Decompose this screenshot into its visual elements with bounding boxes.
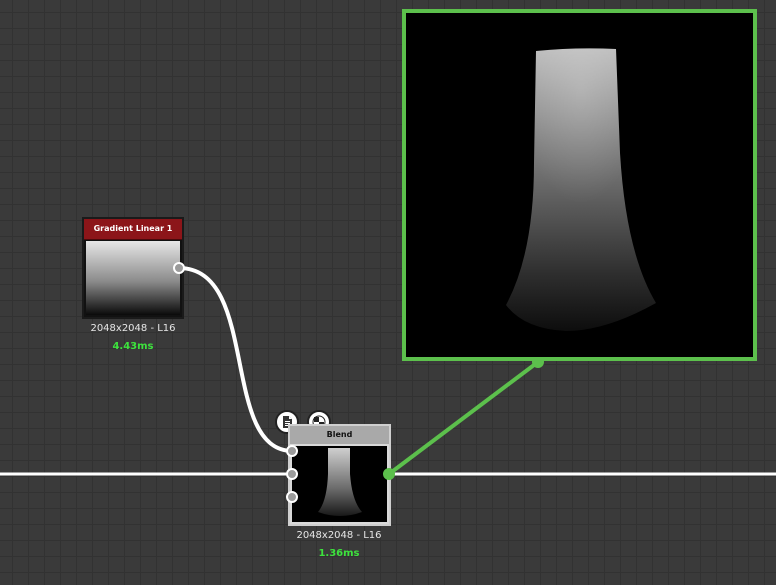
node-blend-thumbnail (292, 446, 387, 522)
wire-gradient-to-blend (178, 266, 293, 453)
preview-image (506, 48, 656, 331)
node-blend-title: Blend (290, 426, 389, 444)
blend-resolution: 2048x2048 - L16 (296, 530, 382, 541)
node-gradient-linear[interactable]: Gradient Linear 1 (82, 217, 184, 319)
blend-input-port-2[interactable] (286, 468, 298, 480)
node-gradient-title: Gradient Linear 1 (84, 219, 182, 240)
gradient-resolution: 2048x2048 - L16 (90, 323, 176, 334)
blend-input-port-1[interactable] (286, 445, 298, 457)
wire-viewer-link (387, 360, 540, 476)
blend-output-port[interactable] (383, 468, 395, 480)
preview-viewer[interactable] (402, 9, 757, 361)
blend-time: 1.36ms (318, 548, 360, 559)
node-blend[interactable]: Blend (288, 424, 391, 526)
gradient-output-port[interactable] (173, 262, 185, 274)
blend-input-port-3[interactable] (286, 491, 298, 503)
gradient-time: 4.43ms (112, 341, 154, 352)
node-gradient-thumbnail (86, 241, 180, 315)
